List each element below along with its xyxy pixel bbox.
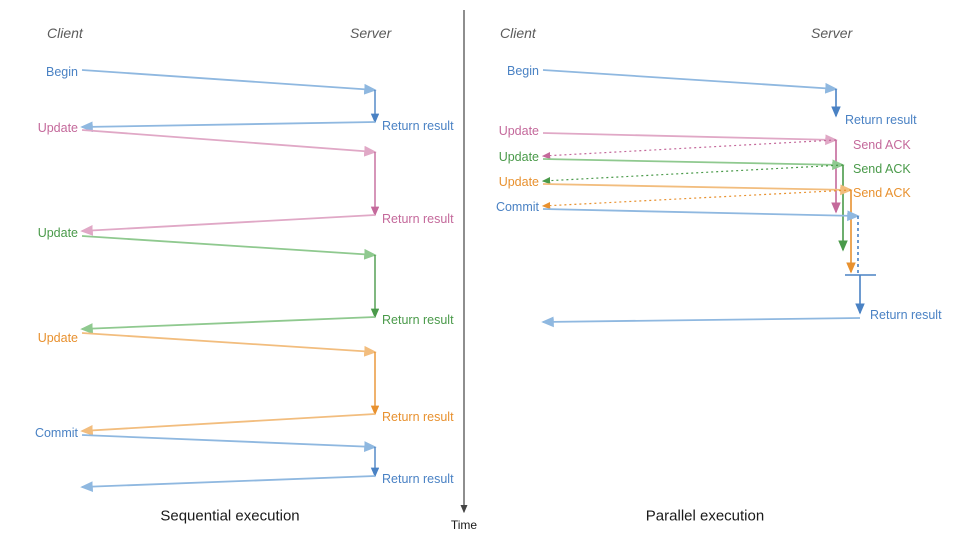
actor-label-client-sequential: Client <box>47 25 83 41</box>
response-sequential-update-1 <box>80 214 376 236</box>
server-message-parallel-1: Send ACK <box>853 137 911 152</box>
request-parallel-update-2 <box>542 158 845 171</box>
client-message-parallel-4: Commit <box>495 199 539 214</box>
ack-parallel-update-2 <box>541 164 844 185</box>
response-sequential-update-2 <box>80 316 376 334</box>
final-response-parallel <box>541 316 861 328</box>
client-message-parallel-0: Begin <box>507 63 539 78</box>
server-message-parallel-0: Return result <box>845 112 917 127</box>
request-parallel-commit <box>542 208 860 222</box>
request-sequential-begin <box>81 69 377 95</box>
client-message-sequential-3: Update <box>37 330 78 345</box>
server-message-sequential-4: Return result <box>382 471 454 486</box>
client-message-parallel-1: Update <box>498 123 539 138</box>
server-message-sequential-0: Return result <box>382 118 454 133</box>
response-sequential-commit <box>80 475 376 492</box>
request-sequential-update-2 <box>81 235 377 260</box>
server-message-parallel-3: Send ACK <box>853 185 911 200</box>
ack-parallel-update-3 <box>541 189 852 210</box>
request-sequential-update-1 <box>81 129 377 157</box>
client-message-parallel-3: Update <box>498 174 539 189</box>
actor-label-client-parallel: Client <box>500 25 536 41</box>
ack-parallel-update-1 <box>541 139 837 160</box>
client-message-sequential-0: Begin <box>46 64 78 79</box>
client-message-parallel-2: Update <box>498 149 539 164</box>
actor-label-server-sequential: Server <box>350 25 392 41</box>
client-message-sequential-2: Update <box>37 225 78 240</box>
panel-caption-sequential: Sequential execution <box>160 507 300 525</box>
response-sequential-update-3 <box>80 413 376 436</box>
request-parallel-begin <box>542 69 838 94</box>
server-message-sequential-2: Return result <box>382 312 454 327</box>
server-message-parallel-2: Send ACK <box>853 161 911 176</box>
actor-label-server-parallel: Server <box>811 25 853 41</box>
server-message-sequential-1: Return result <box>382 211 454 226</box>
response-sequential-begin <box>80 121 376 133</box>
request-parallel-update-1 <box>542 132 838 146</box>
server-message-sequential-3: Return result <box>382 409 454 424</box>
client-message-sequential-1: Update <box>37 120 78 135</box>
time-axis-label: Time <box>450 518 478 532</box>
server-message-parallel-4: Return result <box>870 307 942 322</box>
client-message-sequential-4: Commit <box>34 425 78 440</box>
request-sequential-commit <box>81 434 377 452</box>
panel-caption-parallel: Parallel execution <box>645 507 765 525</box>
request-sequential-update-3 <box>81 332 377 357</box>
request-parallel-update-3 <box>542 183 853 196</box>
